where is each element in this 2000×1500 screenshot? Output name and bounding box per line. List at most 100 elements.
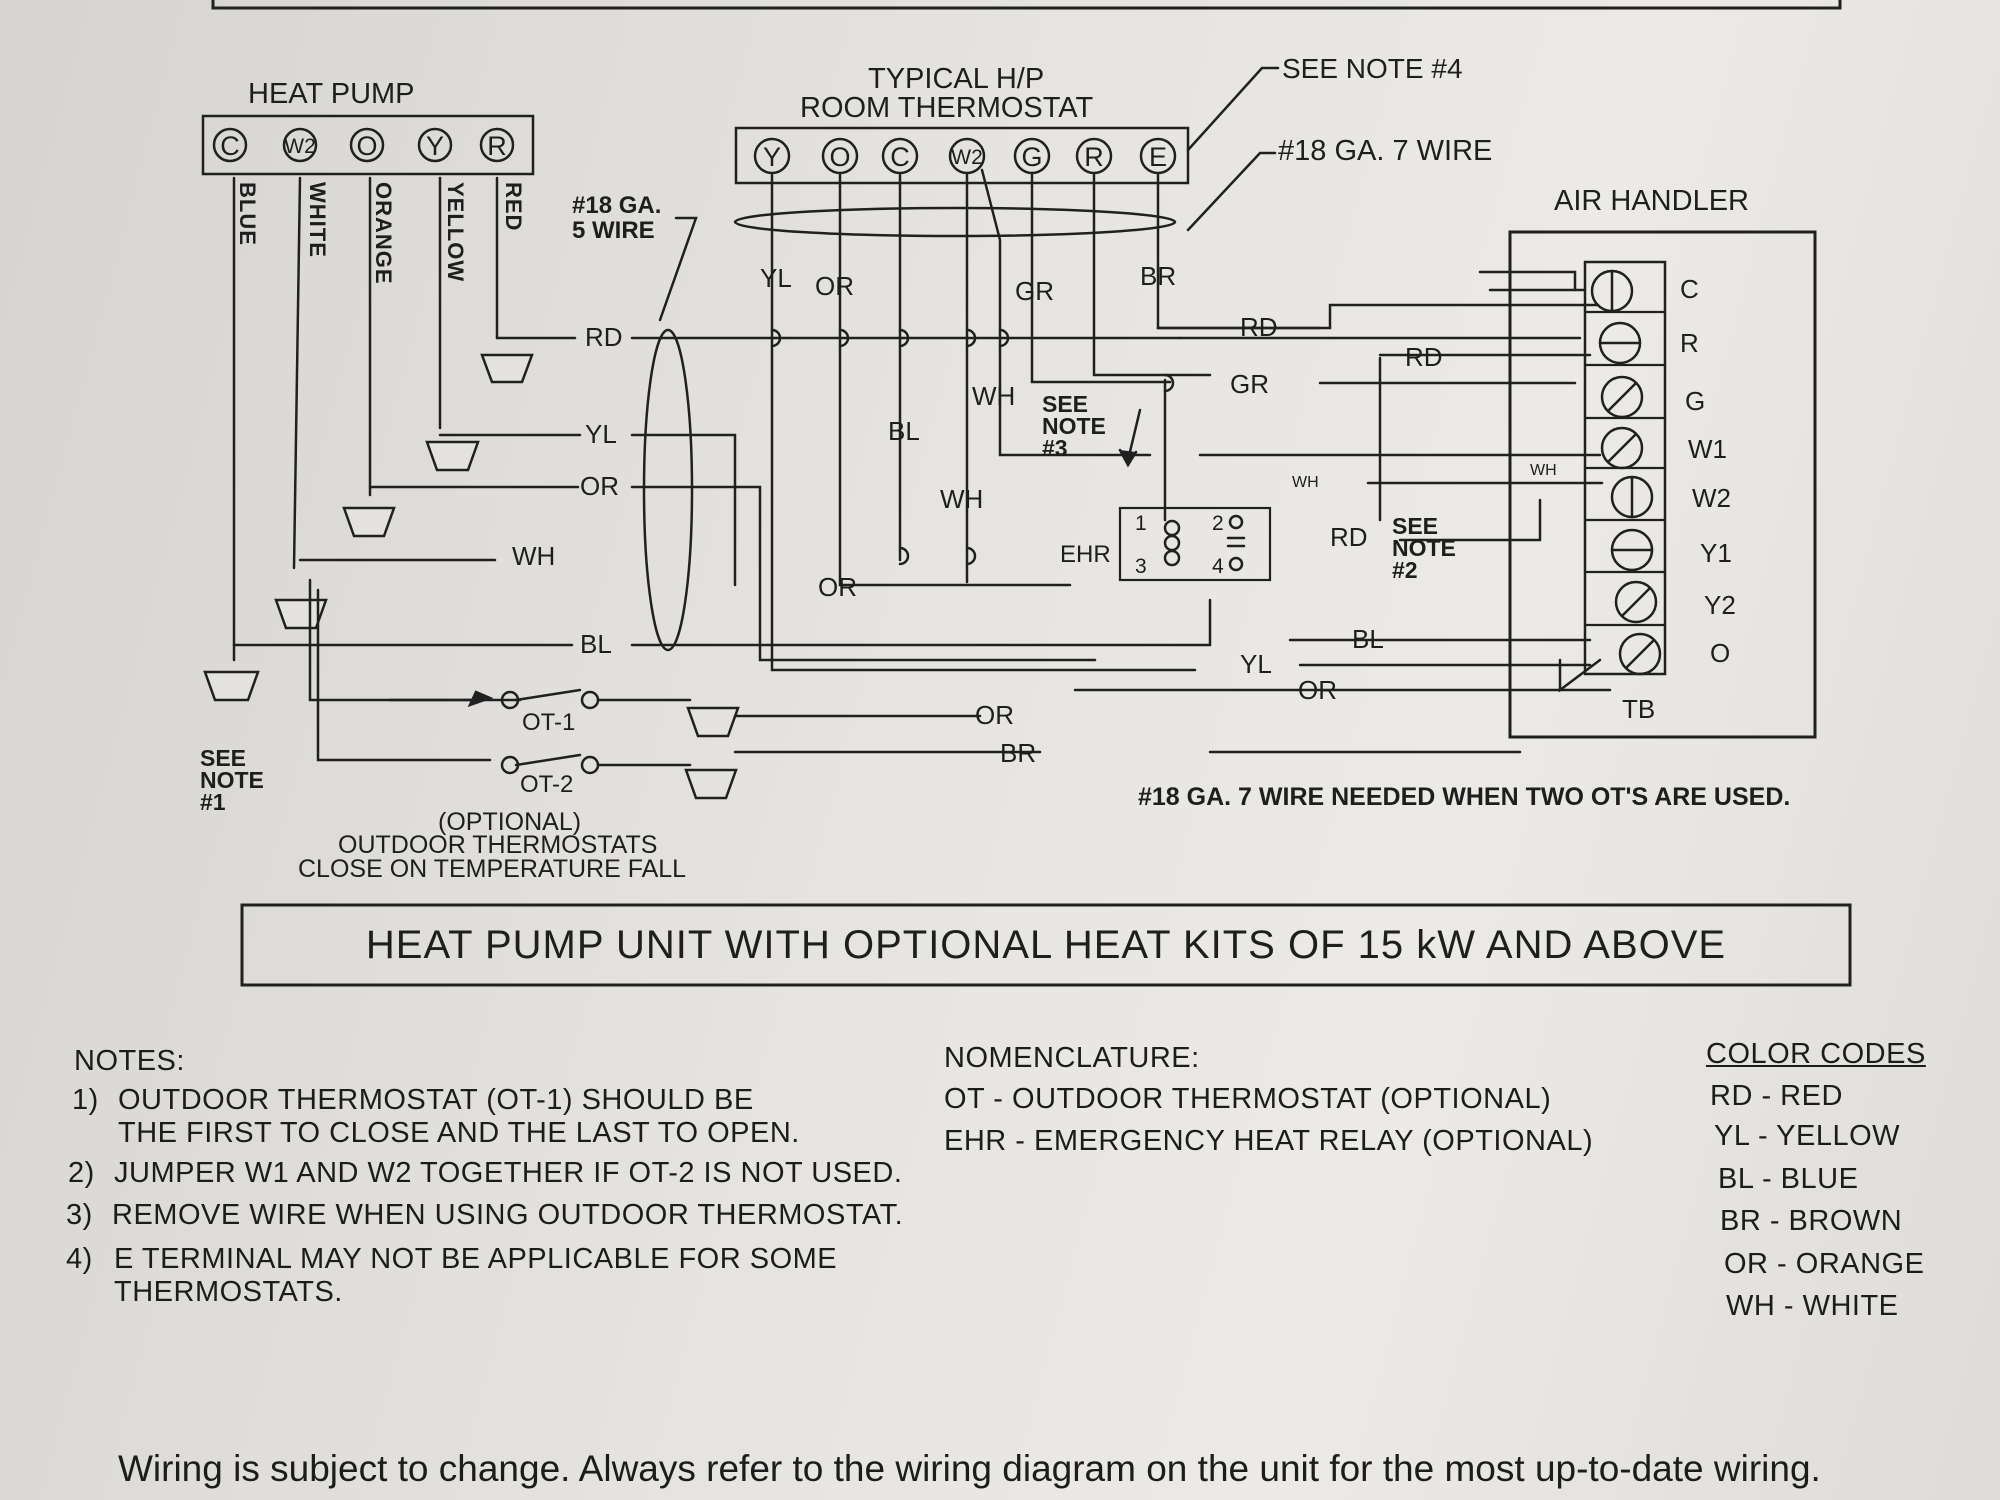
nomenclature-heading: NOMENCLATURE: [944, 1042, 1200, 1074]
air-handler-box [1508, 230, 1817, 739]
wire-label-or-tstat: OR [815, 271, 854, 301]
five-wire-label-2: 5 WIRE [572, 217, 655, 244]
ah-terminal-r: R [1680, 328, 1699, 358]
wire-label-gr-tstat: GR [1015, 276, 1054, 306]
tstat-terminal-o: O [829, 142, 850, 172]
ot1-label: OT-1 [522, 709, 575, 736]
banner-box [240, 903, 1852, 987]
ah-terminal-w1: W1 [1688, 434, 1727, 464]
wire-label-yl: YL [585, 419, 617, 449]
wire-label-br-bottom: BR [1000, 738, 1036, 768]
see-note-3-line3: #3 [1042, 435, 1068, 461]
air-handler-title: AIR HANDLER [1554, 185, 1749, 217]
note-1-line1: OUTDOOR THERMOSTAT (OT-1) SHOULD BE [118, 1084, 754, 1116]
wire-label-wh-1: WH [972, 381, 1015, 411]
color-code-bl: BL - BLUE [1718, 1163, 1859, 1195]
see-note-1-line2: NOTE [200, 767, 264, 793]
wire-color-white: WHITE [305, 182, 330, 258]
thermostat-title-1: TYPICAL H/P [868, 63, 1044, 95]
note-1-number: 1) [72, 1084, 99, 1116]
ehr-label: EHR [1060, 541, 1111, 568]
banner-title: HEAT PUMP UNIT WITH OPTIONAL HEAT KITS O… [366, 923, 1726, 967]
wire-label-or: OR [580, 471, 619, 501]
ah-terminal-y2: Y2 [1704, 590, 1736, 620]
emergency-heat-relay [1118, 506, 1272, 582]
note-4-line2: THERMOSTATS. [114, 1276, 343, 1308]
see-note-2-line2: NOTE [1392, 535, 1456, 561]
note-2-number: 2) [68, 1157, 95, 1189]
wire-label-rd-far: RD [1405, 342, 1443, 372]
hp-terminal-r: R [487, 131, 507, 161]
see-note-1-line1: SEE [200, 745, 246, 771]
wire-color-orange: ORANGE [371, 182, 396, 285]
color-codes-heading: COLOR CODES [1706, 1038, 1926, 1070]
thermostat-title-2: ROOM THERMOSTAT [800, 92, 1094, 124]
wire-label-rd: RD [585, 322, 623, 352]
wire-label-rd-right: RD [1240, 312, 1278, 342]
wire-color-yellow: YELLOW [443, 182, 468, 282]
see-note-2-line1: SEE [1392, 513, 1438, 539]
note-4-number: 4) [66, 1243, 93, 1275]
ah-terminal-w2: W2 [1692, 483, 1731, 513]
optional-label-3: CLOSE ON TEMPERATURE FALL [298, 855, 686, 883]
ah-terminal-g: G [1685, 386, 1705, 416]
wire-label-bl-right: BL [1352, 624, 1384, 654]
thermostat-terminal-strip [734, 126, 1190, 185]
ah-terminal-c: C [1680, 274, 1699, 304]
wire-label-yl-right: YL [1240, 649, 1272, 679]
see-note-1-line3: #1 [200, 789, 226, 815]
tstat-terminal-y: Y [763, 142, 781, 172]
see-note-4: SEE NOTE #4 [1282, 53, 1463, 84]
relay-pin-2: 2 [1212, 512, 1224, 535]
ah-terminal-o: O [1710, 638, 1730, 668]
optional-label-2: OUTDOOR THERMOSTATS [338, 831, 657, 859]
wire-label-or-mid: OR [818, 572, 857, 602]
color-code-or: OR - ORANGE [1724, 1248, 1925, 1280]
wire-label-wh-small-1: WH [1292, 474, 1319, 491]
relay-pin-3: 3 [1135, 555, 1147, 578]
heat-pump-terminal-strip [201, 114, 535, 176]
note-2-line1: JUMPER W1 AND W2 TOGETHER IF OT-2 IS NOT… [114, 1157, 903, 1189]
ot2-label: OT-2 [520, 771, 573, 798]
heat-pump-title: HEAT PUMP [248, 78, 415, 110]
ah-terminal-y1: Y1 [1700, 538, 1732, 568]
tstat-terminal-w2: W2 [951, 146, 983, 169]
wire-label-rd-relay: RD [1330, 522, 1368, 552]
color-code-br: BR - BROWN [1720, 1205, 1903, 1237]
wire-label-wh-small-2: WH [1530, 462, 1557, 479]
relay-pin-4: 4 [1212, 555, 1224, 578]
wire-color-blue: BLUE [235, 182, 260, 246]
color-code-wh: WH - WHITE [1726, 1290, 1899, 1322]
wire-label-gr-right: GR [1230, 369, 1269, 399]
wire-label-or-right: OR [1298, 675, 1337, 705]
hp-terminal-c: C [220, 131, 240, 161]
five-wire-label-1: #18 GA. [572, 192, 661, 219]
color-code-rd: RD - RED [1710, 1080, 1843, 1112]
wire-label-or-bottom: OR [975, 700, 1014, 730]
notes-heading: NOTES: [74, 1045, 185, 1077]
terminal-block-label: TB [1622, 694, 1655, 724]
tstat-terminal-r: R [1084, 142, 1104, 172]
wire-label-wh: WH [512, 541, 555, 571]
note-4-line1: E TERMINAL MAY NOT BE APPLICABLE FOR SOM… [114, 1243, 838, 1275]
optional-label-1: (OPTIONAL) [438, 808, 581, 836]
see-note-3-line1: SEE [1042, 391, 1088, 417]
note-3-line1: REMOVE WIRE WHEN USING OUTDOOR THERMOSTA… [112, 1199, 904, 1231]
wire-label-yl-tstat: YL [760, 263, 792, 293]
wire-label-wh-2: WH [940, 484, 983, 514]
tstat-terminal-c: C [890, 142, 910, 172]
wire-label-bl-tstat: BL [888, 416, 920, 446]
hp-terminal-w2: W2 [284, 135, 316, 158]
note-3-number: 3) [66, 1199, 93, 1231]
wire-color-red: RED [501, 182, 526, 231]
hp-terminal-y: Y [426, 131, 444, 161]
note-1-line2: THE FIRST TO CLOSE AND THE LAST TO OPEN. [118, 1117, 800, 1149]
seven-wire-needed-label: #18 GA. 7 WIRE NEEDED WHEN TWO OT'S ARE … [1138, 783, 1790, 811]
nomenclature-item-ehr: EHR - EMERGENCY HEAT RELAY (OPTIONAL) [944, 1125, 1594, 1157]
wire-label-br-tstat: BR [1140, 261, 1176, 291]
see-note-3-line2: NOTE [1042, 413, 1106, 439]
footer-disclaimer: Wiring is subject to change. Always refe… [118, 1448, 1821, 1489]
tstat-terminal-e: E [1149, 142, 1167, 172]
